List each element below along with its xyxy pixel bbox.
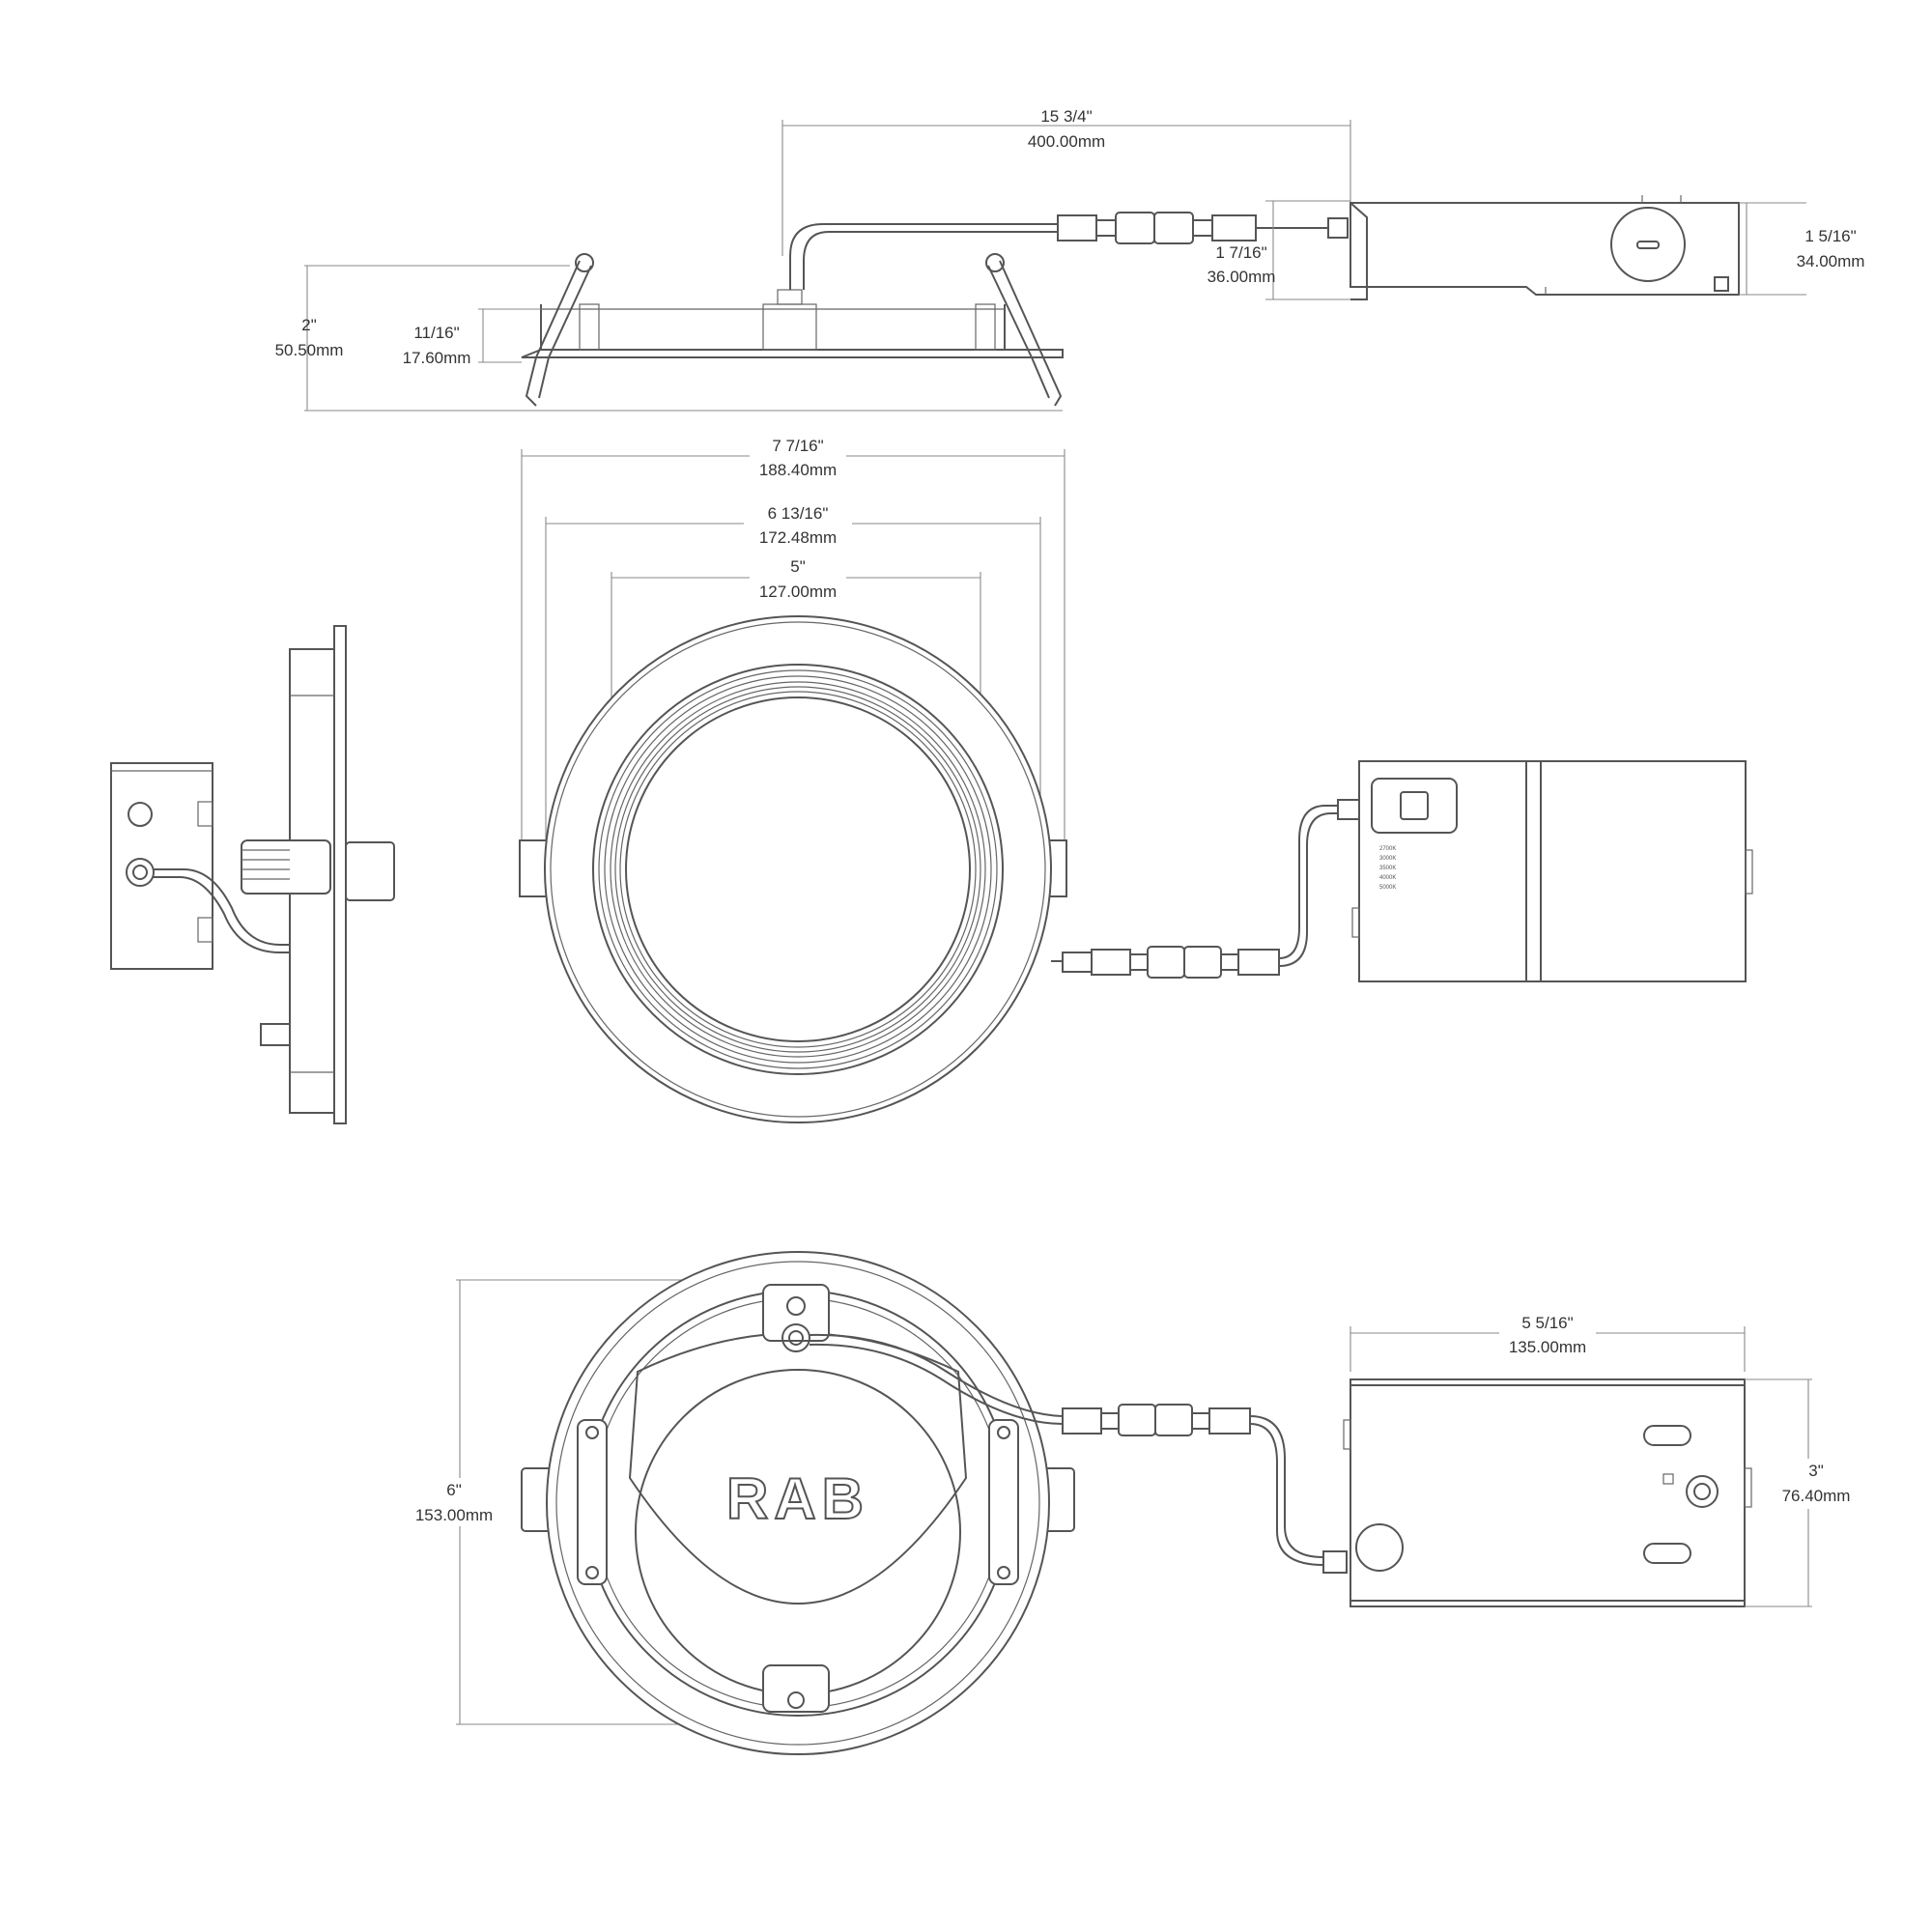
cutout-diameter-dimension: 6" 153.00mm [406, 1279, 798, 1725]
svg-text:5000K: 5000K [1379, 885, 1396, 891]
aperture-mm: 127.00mm [759, 582, 837, 601]
overall-length-in: 15 3/4" [1040, 107, 1092, 126]
clip-span-dimension: 7 7/16" 188.40mm [521, 437, 1065, 850]
svg-text:3000K: 3000K [1379, 856, 1396, 862]
connector-front [1051, 799, 1360, 979]
overall-length-dimension: 15 3/4" 400.00mm [781, 107, 1351, 256]
rab-logo: RAB [726, 1466, 869, 1531]
overall-height-mm: 50.50mm [275, 341, 344, 359]
cutout-diameter-mm: 153.00mm [415, 1506, 493, 1524]
clip-span-mm: 188.40mm [759, 461, 837, 479]
trim-diameter-dimension: 6 13/16" 172.48mm [545, 504, 1041, 850]
overall-height-dimension: 2" 50.50mm [275, 265, 1063, 412]
trim-height-mm: 17.60mm [403, 349, 471, 367]
connector-height-in: 1 7/16" [1215, 243, 1266, 262]
aperture-in: 5" [790, 557, 806, 576]
trim-height-dimension: 11/16" 17.60mm [403, 308, 541, 367]
connector-top [1057, 212, 1349, 244]
svg-text:2700K: 2700K [1379, 846, 1396, 852]
cct-selector-labels: 2700K 3000K 3500K 4000K 5000K [1379, 846, 1396, 891]
back-view: 6" 153.00mm RAB [406, 1251, 1348, 1755]
driver-width-dimension: 3" 76.40mm [1745, 1378, 1868, 1607]
side-elevation-view: 15 3/4" 400.00mm [275, 107, 1865, 412]
trim-outer-ring [544, 615, 1052, 1123]
svg-text:3500K: 3500K [1379, 866, 1396, 871]
driver-width-in: 3" [1808, 1462, 1824, 1480]
connector-back [1062, 1404, 1348, 1574]
back-outer-ring [546, 1251, 1050, 1755]
driver-width-mm: 76.40mm [1782, 1487, 1851, 1505]
connector-height-dimension: 1 7/16" 36.00mm [1208, 200, 1350, 300]
connector-height-mm: 36.00mm [1208, 268, 1276, 286]
overall-length-mm: 400.00mm [1028, 132, 1105, 151]
clip-span-in: 7 7/16" [772, 437, 823, 455]
aperture-dimension: 5" 127.00mm [611, 557, 981, 792]
svg-text:4000K: 4000K [1379, 875, 1396, 881]
driver-height-in: 1 5/16" [1804, 227, 1856, 245]
driver-height-dimension: 1 5/16" 34.00mm [1739, 202, 1865, 296]
left-side-view [110, 625, 395, 1124]
driver-length-in: 5 5/16" [1521, 1314, 1573, 1332]
driver-box-front: 2700K 3000K 3500K 4000K 5000K [1351, 760, 1753, 982]
cutout-diameter-in: 6" [446, 1481, 462, 1499]
driver-length-dimension: 5 5/16" 135.00mm [1350, 1314, 1746, 1372]
driver-box-top: 5 5/16" 135.00mm 3" 76.40mm [1343, 1314, 1868, 1607]
trim-diameter-in: 6 13/16" [768, 504, 829, 523]
driver-length-mm: 135.00mm [1509, 1338, 1586, 1356]
fixture-profile [521, 223, 1064, 407]
driver-box-side [1350, 195, 1740, 300]
driver-height-mm: 34.00mm [1797, 252, 1865, 270]
trim-diameter-mm: 172.48mm [759, 528, 837, 547]
aperture-ring [625, 696, 971, 1042]
overall-height-in: 2" [301, 316, 317, 334]
front-view: 7 7/16" 188.40mm 6 13/16" 172.48mm 5" 12… [519, 437, 1753, 1123]
trim-height-in: 11/16" [413, 324, 459, 342]
